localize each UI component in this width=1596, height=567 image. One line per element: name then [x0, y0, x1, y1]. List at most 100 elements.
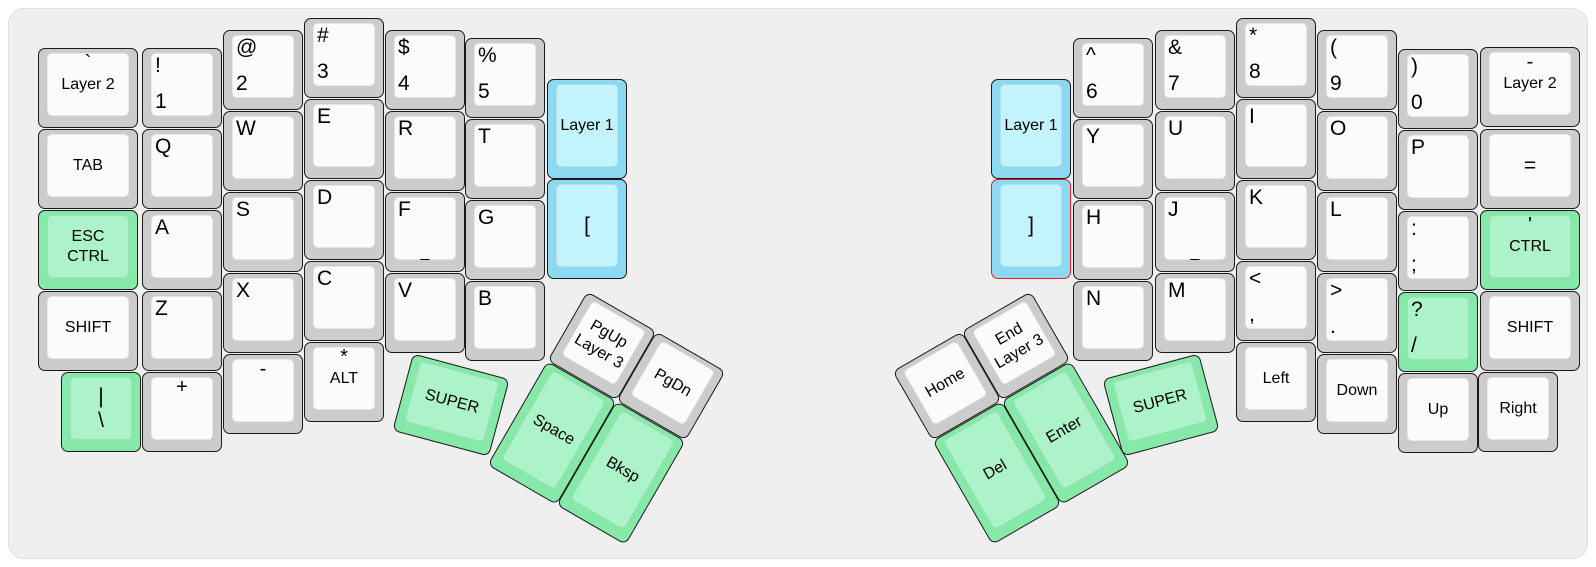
key-hash-3[interactable]: #3: [304, 18, 384, 98]
key-legend-bottom: 8: [1249, 60, 1261, 83]
key-r[interactable]: R: [385, 111, 465, 191]
keycap-surface: [394, 116, 456, 179]
key-o[interactable]: O: [1317, 111, 1397, 191]
key-super-right[interactable]: SUPER: [1102, 353, 1220, 457]
key-f[interactable]: F_: [385, 192, 465, 272]
key-t[interactable]: T: [465, 119, 545, 199]
key-legend-top: ^: [1086, 44, 1096, 67]
key-legend-top: @: [236, 36, 258, 59]
key-tab[interactable]: TAB: [38, 129, 138, 209]
key-legend-bottom: 2: [236, 72, 248, 95]
key-u[interactable]: U: [1155, 111, 1235, 191]
key-c[interactable]: C: [304, 261, 384, 341]
keycap-surface: [1245, 104, 1307, 167]
key-legend-small: ': [1528, 214, 1532, 236]
key-legend-bottom: 9: [1330, 72, 1342, 95]
key-shift-right[interactable]: SHIFT: [1480, 291, 1580, 371]
key-star-alt[interactable]: *ALT: [304, 342, 384, 422]
key-label: Layer 1: [560, 116, 614, 134]
key-comma[interactable]: <,: [1236, 261, 1316, 341]
key-legend-top: Q: [155, 135, 172, 158]
key-legend-bottom: 6: [1086, 80, 1098, 103]
key-arrow-down[interactable]: Down: [1317, 354, 1397, 434]
key-paren-9[interactable]: (9: [1317, 30, 1397, 110]
key-question-slash[interactable]: ?/: [1398, 292, 1478, 372]
key-legend-top: I: [1249, 105, 1255, 128]
key-z[interactable]: Z: [142, 291, 222, 371]
key-colon-semicolon[interactable]: :;: [1398, 211, 1478, 291]
key-p[interactable]: P: [1398, 130, 1478, 210]
key-dollar-4[interactable]: $4: [385, 30, 465, 110]
key-legend-top: ?: [1411, 298, 1423, 321]
key-s[interactable]: S: [223, 192, 303, 272]
key-minus[interactable]: -: [223, 354, 303, 434]
key-g[interactable]: G: [465, 200, 545, 280]
key-paren-0[interactable]: )0: [1398, 49, 1478, 129]
key-legend-top: E: [317, 105, 332, 128]
key-rbracket[interactable]: ]: [991, 179, 1071, 279]
key-legend-top: Y: [1086, 125, 1101, 148]
key-a[interactable]: A: [142, 210, 222, 290]
key-minus-layer2[interactable]: -Layer 2: [1480, 47, 1580, 127]
key-arrow-up[interactable]: Up: [1398, 373, 1478, 453]
key-w[interactable]: W: [223, 111, 303, 191]
key-caret-6[interactable]: ^6: [1073, 38, 1153, 118]
key-arrow-left[interactable]: Left: [1236, 342, 1316, 422]
key-d[interactable]: D: [304, 180, 384, 260]
key-n[interactable]: N: [1073, 281, 1153, 361]
keycap-surface: [1407, 297, 1469, 360]
key-pipe-backslash[interactable]: |\: [61, 372, 141, 452]
key-legend-small: -: [259, 358, 267, 380]
key-lbracket[interactable]: [: [547, 179, 627, 279]
keycap-surface: [313, 266, 375, 329]
key-label: SHIFT: [1506, 318, 1554, 336]
key-arrow-right[interactable]: Right: [1478, 372, 1558, 452]
key-h[interactable]: H: [1073, 200, 1153, 280]
key-v[interactable]: V: [385, 273, 465, 353]
keycap-surface: [1326, 359, 1388, 422]
key-legend-bottom: 3: [317, 60, 329, 83]
key-y[interactable]: Y: [1073, 119, 1153, 199]
keycap-surface: [474, 43, 536, 106]
key-e[interactable]: E: [304, 99, 384, 179]
key-asterisk-8[interactable]: *8: [1236, 18, 1316, 98]
key-legend-top: $: [398, 36, 410, 59]
key-m[interactable]: M: [1155, 273, 1235, 353]
keycap-surface: [556, 84, 618, 167]
key-layer1-right[interactable]: Layer 1: [991, 79, 1071, 179]
key-grave-layer2[interactable]: `Layer 2: [38, 48, 138, 128]
keycap-surface: [1489, 215, 1571, 278]
keycap-surface: [1164, 278, 1226, 341]
key-label: SHIFT: [64, 318, 112, 336]
key-shift-left[interactable]: SHIFT: [38, 291, 138, 371]
keycap-surface: [1487, 377, 1549, 440]
key-b[interactable]: B: [465, 281, 545, 361]
key-l[interactable]: L: [1317, 192, 1397, 272]
key-layer1-left[interactable]: Layer 1: [547, 79, 627, 179]
key-period[interactable]: >.: [1317, 273, 1397, 353]
key-k[interactable]: K: [1236, 180, 1316, 260]
key-percent-5[interactable]: %5: [465, 38, 545, 118]
key-legend-bottom: 1: [155, 90, 167, 113]
key-q[interactable]: Q: [142, 129, 222, 209]
keycap-surface: [151, 215, 213, 278]
key-at-2[interactable]: @2: [223, 30, 303, 110]
keycap-surface: [232, 116, 294, 179]
key-legend-bottom: 7: [1168, 72, 1180, 95]
key-j[interactable]: J_: [1155, 192, 1235, 272]
key-super-left[interactable]: SUPER: [392, 353, 510, 457]
keycap-surface: [151, 377, 213, 440]
key-legend-top: !: [155, 54, 161, 77]
key-legend-top: K: [1249, 186, 1264, 209]
key-i[interactable]: I: [1236, 99, 1316, 179]
key-quote-ctrl[interactable]: 'CTRL: [1480, 210, 1580, 290]
key-plus[interactable]: +: [142, 372, 222, 452]
keycap-surface: [47, 215, 129, 278]
key-amp-7[interactable]: &7: [1155, 30, 1235, 110]
homing-bar-indicator: _: [1190, 244, 1200, 261]
key-x[interactable]: X: [223, 273, 303, 353]
keycap-surface: [474, 286, 536, 349]
key-exclam-1[interactable]: !1: [142, 48, 222, 128]
key-equals[interactable]: =: [1480, 129, 1580, 209]
